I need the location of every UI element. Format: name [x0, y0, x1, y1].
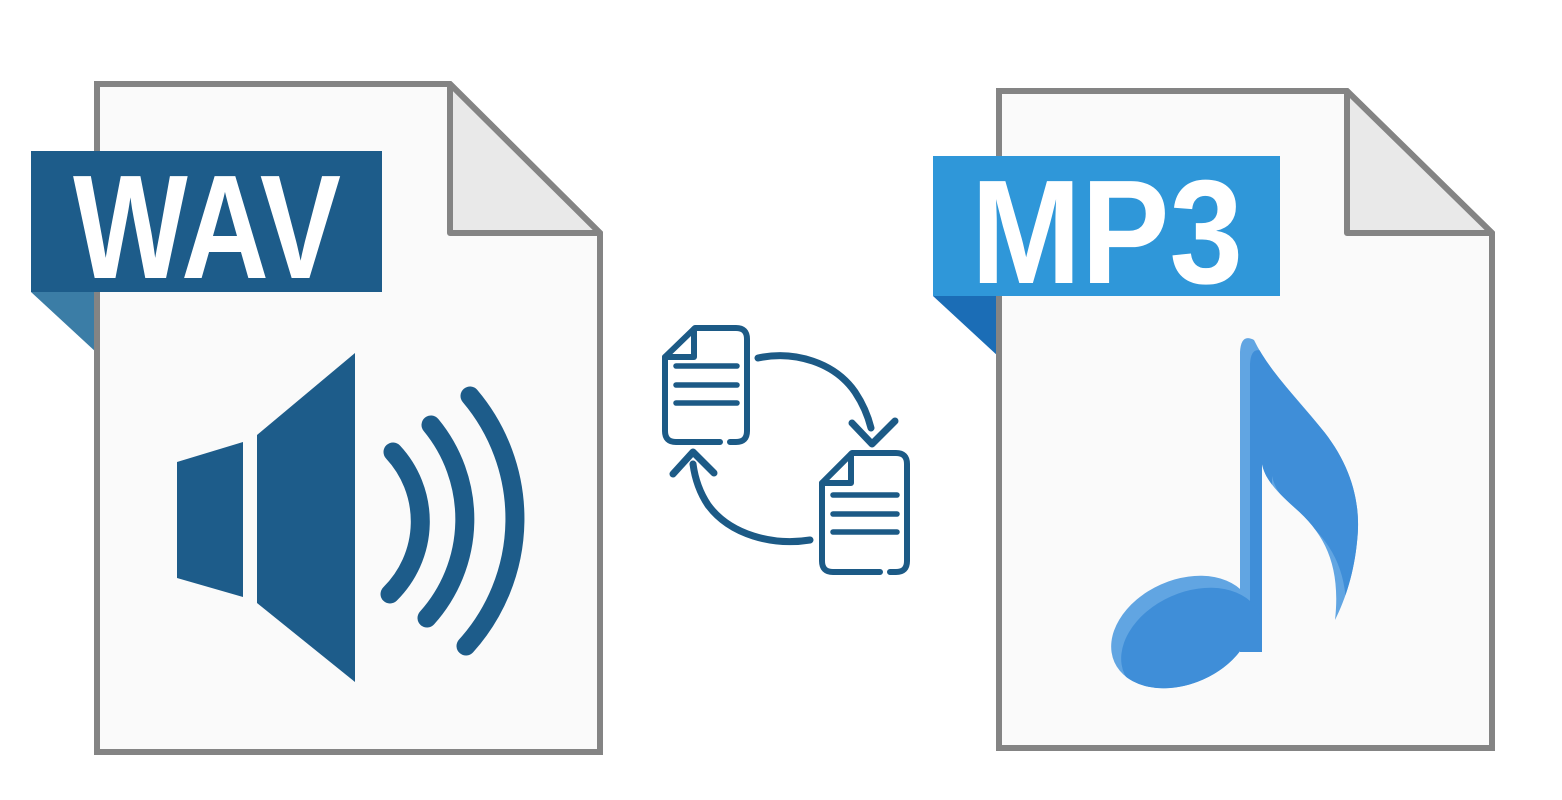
mp3-ribbon-fold — [933, 296, 999, 357]
document-outline — [819, 450, 910, 575]
bottom-arrowhead-up — [669, 448, 718, 478]
mp3-file-icon: MP3 — [933, 88, 1495, 751]
document-text-lines — [830, 492, 900, 535]
file-exchange-icon — [662, 325, 910, 575]
top-arrow-curve — [754, 352, 875, 432]
speaker-horn — [257, 353, 355, 682]
sound-wave-3 — [456, 386, 525, 656]
wav-page-folded-corner — [447, 81, 603, 236]
document-icon-source — [662, 325, 750, 445]
speaker-sound-waves-icon — [177, 353, 525, 682]
sound-waves — [380, 386, 525, 656]
document-corner-fold — [819, 451, 854, 486]
sound-wave-2 — [417, 415, 475, 628]
document-corner-fold — [662, 326, 697, 360]
speaker-rear — [177, 442, 243, 597]
mp3-format-label: MP3 — [971, 150, 1243, 315]
document-text-lines — [673, 363, 740, 406]
top-arrowhead-down — [848, 417, 899, 448]
document-icon-target — [819, 450, 910, 575]
wav-format-banner — [31, 151, 382, 292]
exchange-arrows — [669, 352, 899, 546]
sound-wave-1 — [380, 442, 430, 604]
wav-format-label: WAV — [73, 145, 341, 310]
wav-file-icon: WAV — [31, 81, 603, 755]
mp3-format-banner — [933, 156, 1280, 296]
mp3-page-folded-corner — [1344, 88, 1495, 236]
wav-ribbon-fold — [31, 292, 97, 353]
bottom-arrow-curve — [689, 460, 814, 546]
document-outline — [662, 325, 750, 445]
